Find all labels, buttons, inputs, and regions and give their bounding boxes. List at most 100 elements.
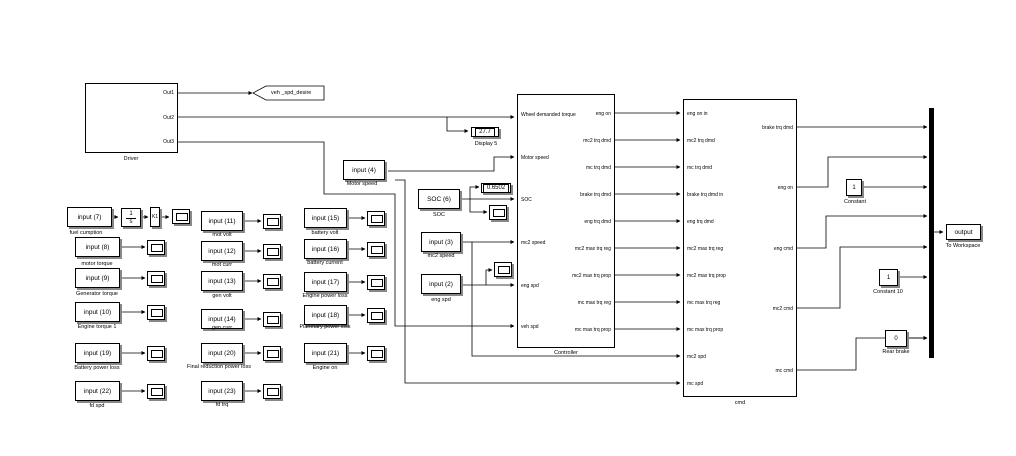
controller-label: Controller [554,350,578,356]
input-block[interactable]: input (17) [304,272,347,292]
gain-block[interactable]: K1 [150,207,160,227]
soc-input-block[interactable]: SOC (6) [418,189,460,209]
driver-port-out2: Out2 [163,115,174,121]
scope-icon[interactable] [263,312,281,327]
display5-block[interactable]: 27.7 [471,127,499,137]
controller-in-port: veh spd [521,324,539,330]
input-block[interactable]: input (11) [201,211,243,231]
scope-icon[interactable] [147,240,165,255]
cmd-block[interactable]: eng on in mc2 trq dmd mc trq dmd brake t… [683,99,797,397]
input-block[interactable]: input (14) [201,309,243,329]
controller-in-port: mc2 speed [521,240,546,246]
input-block[interactable]: input (15) [304,208,347,228]
cmd-in-port: mc2 max trq reg [687,246,724,252]
motor-speed-label: Motor speed [346,181,378,187]
constant10-label: Constant 10 [873,289,903,295]
integrator-den: s [129,219,133,225]
scope-icon[interactable] [147,346,165,361]
scope-icon[interactable] [263,346,281,361]
driver-port-out3: Out3 [163,139,174,145]
controller-out-port: mc2 max trq prop [572,273,611,279]
eng-spd-input-block[interactable]: input (2) [421,274,461,294]
input-block[interactable]: input (23) [201,381,243,401]
controller-out-port: mc2 trq dmd [583,138,611,144]
cmd-in-port: mc trq dmd [687,165,713,171]
input-label: Generator torque [76,291,118,297]
scope-icon[interactable] [367,211,385,226]
input-block[interactable]: input (7) [67,207,112,227]
to-workspace-label: To Workspace [945,243,981,249]
input-label: fd trq [215,402,229,408]
controller-out-port: mc2 max trq reg [574,246,611,252]
input-label: motor torque [81,261,113,267]
scope-icon[interactable] [147,384,165,399]
cmd-out-port: brake trq dmd [762,125,793,131]
input-label: gen curr [211,325,233,331]
controller-out-port: mc max trq prop [574,327,611,333]
input-label: Engine on [312,365,338,371]
mc2-speed-input-block[interactable]: input (3) [421,232,461,252]
controller-out-port: mc trq dmd [585,165,611,171]
input-block[interactable]: input (8) [75,237,120,257]
mc2-speed-label: mc2 speed [427,253,455,259]
motor-speed-input-block[interactable]: input (4) [343,160,385,180]
input-block[interactable]: input (9) [75,268,120,288]
rear-brake-block[interactable]: 0 [885,330,907,347]
scope-icon[interactable] [263,384,281,399]
controller-in-port: Wheel demanded torque [521,112,576,118]
eng-spd-scope-icon[interactable] [494,262,512,277]
input-block[interactable]: input (16) [304,239,347,259]
constant10-block[interactable]: 1 [879,269,898,286]
cmd-in-port: eng trq dmd [687,219,714,225]
constant-label: Constant [843,199,867,205]
scope-icon[interactable] [367,242,385,257]
cmd-in-port: mc max trq reg [687,300,721,306]
scope-icon[interactable] [367,275,385,290]
to-workspace-block[interactable]: output [946,224,981,240]
input-label: Engine power loss [302,293,348,299]
scope-icon[interactable] [263,274,281,289]
driver-block[interactable]: Out1 Out2 Out3 [85,83,178,153]
input-block[interactable]: input (12) [201,241,243,261]
input-label: gen volt [212,293,232,299]
input-block[interactable]: input (19) [75,343,120,363]
input-label: Final reduction power loss [187,364,251,370]
mux-bar[interactable] [929,108,934,358]
input-label: Planetary power loss [299,324,351,330]
input-block[interactable]: input (22) [75,381,120,401]
soc-scope-icon[interactable] [489,205,507,220]
scope-icon[interactable] [263,244,281,259]
scope-icon[interactable] [147,305,165,320]
integrator-block[interactable]: 1 s [121,208,141,227]
controller-out-port: eng trq dmd [584,219,611,225]
controller-block[interactable]: Wheel demanded torque Motor speed SOC mc… [517,94,615,348]
scope-icon[interactable] [367,308,385,323]
scope-icon[interactable] [147,271,165,286]
input-block[interactable]: input (10) [75,302,120,322]
constant-block[interactable]: 1 [846,179,862,196]
controller-out-port: brake trq dmd [580,192,611,198]
soc-display-block[interactable]: 0.6502 [481,183,511,193]
cmd-in-port: brake trq dmd in [687,192,724,198]
controller-out-port: eng on [595,111,611,117]
input-block[interactable]: input (20) [201,343,243,363]
input-label: battery current [307,260,343,266]
cmd-out-port: mc cmd [775,368,794,374]
cmd-in-port: mc2 max trq prop [687,273,726,279]
cmd-out-port: eng cmd [773,246,793,252]
input-block[interactable]: input (13) [201,271,243,291]
input-label: fuel cumption [69,230,103,236]
input-block[interactable]: input (21) [304,343,347,363]
input-label: Engine torque 1 [77,324,117,330]
input-label: Battery power loss [74,365,120,371]
controller-in-port: Motor speed [521,155,549,161]
rear-brake-label: Rear brake [882,349,910,355]
input-block[interactable]: input (18) [304,305,347,325]
fuel-scope-icon[interactable] [172,209,190,224]
scope-icon[interactable] [367,346,385,361]
controller-in-port: eng spd [521,283,539,289]
scope-icon[interactable] [263,214,281,229]
cmd-out-port: mc2 cmd [772,306,793,312]
goto-block[interactable] [252,85,325,101]
